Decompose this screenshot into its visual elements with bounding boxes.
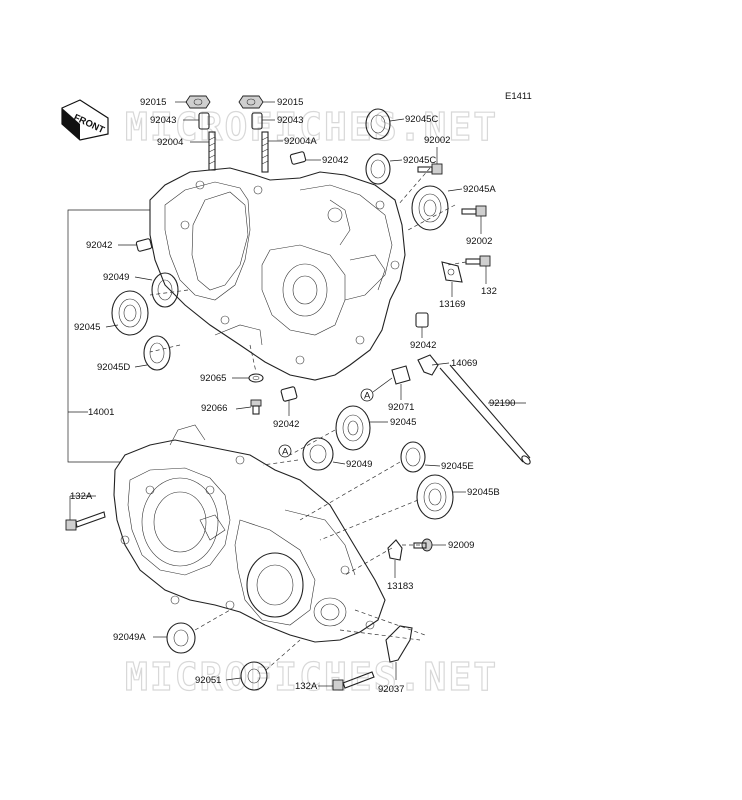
label-92045A: 92045A xyxy=(463,184,496,195)
bolt-132A-left xyxy=(65,511,106,531)
washer-92065 xyxy=(248,373,264,383)
label-92045D: 92045D xyxy=(97,362,130,373)
hose-92190 xyxy=(439,364,531,465)
bearing-92045E xyxy=(400,441,426,473)
label-92190: 92190 xyxy=(489,398,515,409)
svg-text:A: A xyxy=(282,447,289,458)
seal-92049-upper xyxy=(151,272,179,308)
label-132A-left: 132A xyxy=(70,491,93,502)
plug-92066 xyxy=(250,399,262,415)
callout-labels: 92015 92015 92043 92043 92004 92004A 920… xyxy=(70,97,515,695)
bolt-132 xyxy=(465,255,491,267)
label-92043-left: 92043 xyxy=(150,115,176,126)
label-92002-upper: 92002 xyxy=(424,135,450,146)
label-14069: 14069 xyxy=(451,358,477,369)
svg-text:A: A xyxy=(364,391,371,402)
label-92042-left: 92042 xyxy=(86,240,112,251)
nut-92015-right xyxy=(238,95,264,109)
bracket-13183 xyxy=(387,539,403,561)
fitting-92071 xyxy=(391,365,411,385)
seal-92051 xyxy=(240,661,268,691)
seal-92049A xyxy=(166,622,196,654)
stud-92004A xyxy=(261,131,269,173)
label-92045-lower: 92045 xyxy=(390,417,416,428)
stud-92004 xyxy=(208,131,216,171)
label-92009: 92009 xyxy=(448,540,474,551)
label-14001: 14001 xyxy=(88,407,114,418)
label-92045-left: 92045 xyxy=(74,322,100,333)
label-92015-left: 92015 xyxy=(140,97,166,108)
clamp-92037 xyxy=(385,625,413,663)
front-arrow-icon: FRONT xyxy=(61,99,109,141)
label-92045C-top: 92045C xyxy=(405,114,438,125)
lower-crankcase xyxy=(113,424,386,643)
label-92071: 92071 xyxy=(388,402,414,413)
label-92043-right: 92043 xyxy=(277,115,303,126)
dowel-92042-right xyxy=(415,312,429,328)
bearing-92045C-top xyxy=(365,108,391,140)
bearing-92045B xyxy=(416,474,454,520)
label-132: 132 xyxy=(481,286,497,297)
watermark-top: MICROFICHES.NET xyxy=(125,105,498,149)
label-92004A: 92004A xyxy=(284,136,317,147)
label-13183: 13183 xyxy=(387,581,413,592)
label-92051: 92051 xyxy=(195,675,221,686)
ref-marker-a-lower: A xyxy=(278,444,292,458)
ref-marker-a-upper: A xyxy=(360,377,393,402)
label-92049-lower: 92049 xyxy=(346,459,372,470)
dowel-92042-lower xyxy=(280,386,298,402)
label-92002-lower: 92002 xyxy=(466,236,492,247)
label-92042-top: 92042 xyxy=(322,155,348,166)
label-92066: 92066 xyxy=(201,403,227,414)
watermark-bottom: MICROFICHES.NET xyxy=(125,655,498,699)
label-132A-bottom: 132A xyxy=(295,681,318,692)
dowel-92042-left xyxy=(135,238,153,252)
dowel-92043-right xyxy=(251,112,263,130)
label-92049A: 92049A xyxy=(113,632,146,643)
bearing-92045C-mid xyxy=(365,153,391,185)
label-92042-right: 92042 xyxy=(410,340,436,351)
diagram-code: E1411 xyxy=(505,91,532,102)
bolt-92009 xyxy=(413,538,433,552)
seal-92049-lower xyxy=(302,437,334,471)
bearing-92045-left xyxy=(111,290,149,336)
bolt-92002-lower xyxy=(461,205,487,217)
upper-crankcase xyxy=(149,167,406,381)
label-92015-right: 92015 xyxy=(277,97,303,108)
label-13169: 13169 xyxy=(439,299,465,310)
bolt-132A-bottom xyxy=(332,671,375,691)
dowel-92042-top xyxy=(289,151,307,165)
nut-92015-left xyxy=(185,95,211,109)
label-92037: 92037 xyxy=(378,684,404,695)
label-92045E: 92045E xyxy=(441,461,474,472)
bearing-92045-lower xyxy=(335,405,371,451)
label-92049-upper: 92049 xyxy=(103,272,129,283)
bearing-92045D xyxy=(143,335,171,371)
plate-13169 xyxy=(441,261,463,283)
label-92042-lower: 92042 xyxy=(273,419,299,430)
dowel-92043-left xyxy=(198,112,210,130)
label-92045B: 92045B xyxy=(467,487,500,498)
elbow-14069 xyxy=(417,354,439,376)
label-92045C-mid: 92045C xyxy=(403,155,436,166)
label-92004: 92004 xyxy=(157,137,183,148)
leader-lines xyxy=(67,101,526,687)
label-92065: 92065 xyxy=(200,373,226,384)
bearing-92045A xyxy=(411,185,449,231)
